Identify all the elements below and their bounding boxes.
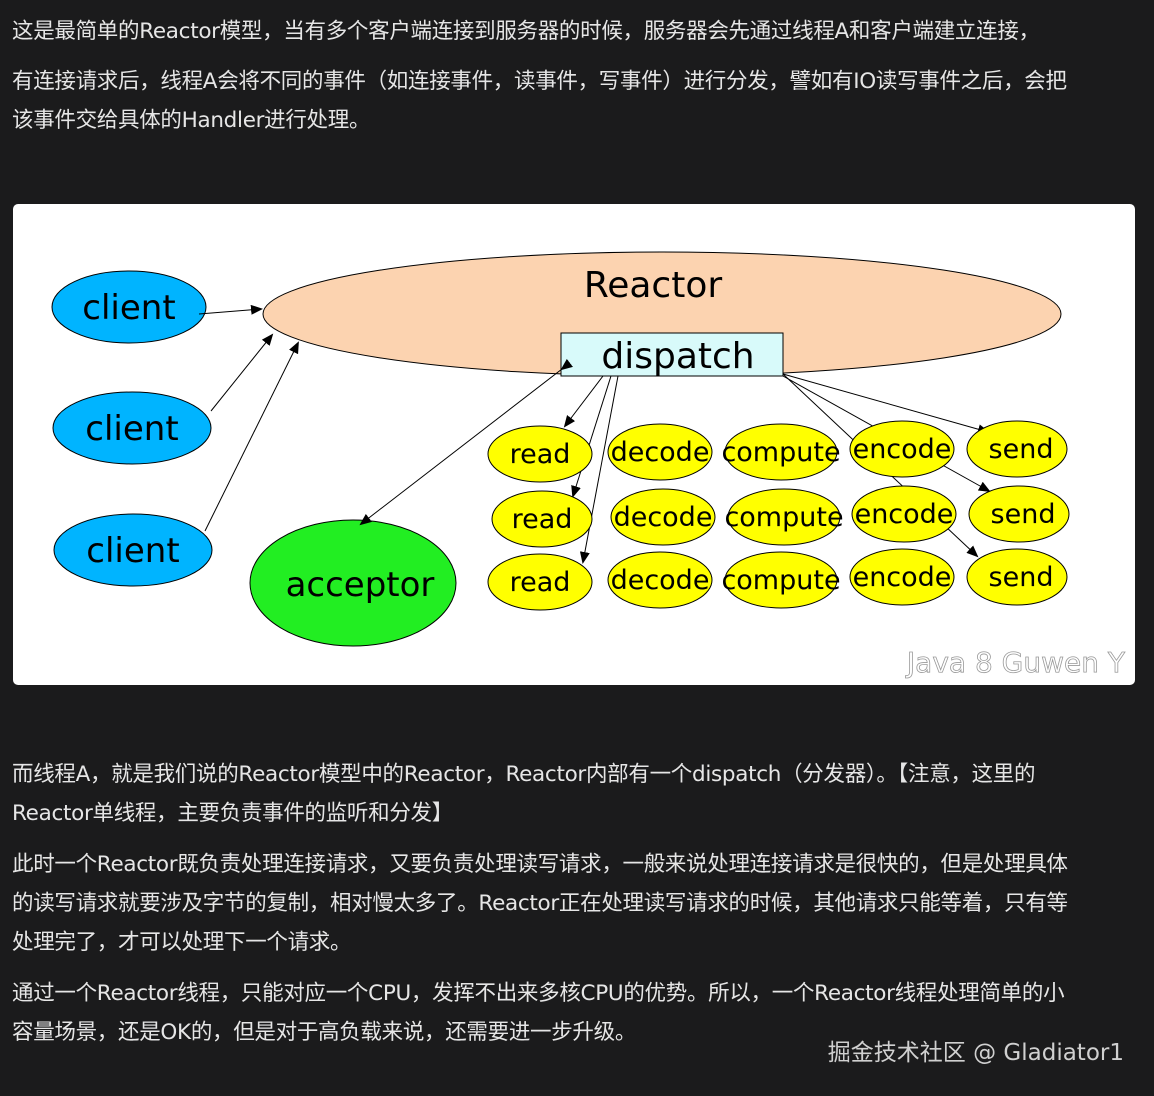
acceptor-node (249, 519, 457, 647)
handler-decode-2-label: decode (614, 502, 713, 533)
handler-encode-2 (851, 485, 957, 543)
intro-line-1: 这是最简单的Reactor模型，当有多个客户端连接到服务器的时候，服务器会先通过… (12, 19, 1040, 44)
handler-encode-1-label: encode (853, 434, 952, 465)
handler-encode-3 (849, 548, 955, 606)
intro-line-3: 该事件交给具体的Handler进行处理。 (12, 108, 371, 133)
client-node-3 (53, 513, 213, 587)
handler-decode-3-label: decode (611, 565, 710, 596)
handler-compute-3 (724, 551, 838, 609)
handler-send-2-label: send (991, 499, 1056, 530)
handler-decode-2 (610, 488, 716, 546)
handler-read-3 (487, 553, 593, 611)
handler-compute-1 (724, 423, 838, 481)
handler-encode-2-label: encode (855, 499, 954, 530)
body-line-2: Reactor单线程，主要负责事件的监听和分发】 (12, 801, 453, 826)
handler-send-2 (968, 485, 1070, 543)
client-node-2 (52, 391, 212, 465)
handler-read-2-label: read (512, 504, 573, 535)
handler-send-1 (966, 420, 1068, 478)
dispatch-acceptor-arrow (359, 358, 573, 526)
reactor-diagram-svg: Reactor dispatch client client client ac… (51, 251, 1126, 679)
client-label-3: client (86, 531, 179, 571)
dispatch-box (560, 332, 784, 377)
client-label-2: client (85, 409, 178, 449)
dispatch-read-arrow-1 (563, 375, 604, 428)
dispatch-label: dispatch (601, 336, 754, 377)
reactor-diagram: Reactor dispatch client client client ac… (13, 204, 1135, 685)
client-1-arrow (198, 304, 263, 315)
client-2-arrow (210, 333, 274, 412)
acceptor-label: acceptor (286, 565, 435, 605)
handler-send-1-label: send (989, 434, 1054, 465)
dispatch-send-arrow-1 (782, 373, 990, 435)
body-line-4: 的读写请求就要涉及字节的复制，相对慢太多了。Reactor正在处理读写请求的时候… (12, 891, 1068, 916)
client-label-1: client (82, 288, 175, 328)
handler-read-1 (487, 425, 593, 483)
dispatch-read-arrow-2 (571, 375, 612, 498)
body-line-3: 此时一个Reactor既负责处理连接请求，又要负责处理读写请求，一般来说处理连接… (12, 852, 1068, 877)
intro-line-2: 有连接请求后，线程A会将不同的事件（如连接事件，读事件，写事件）进行分发，譬如有… (12, 69, 1067, 94)
handler-compute-2 (727, 488, 841, 546)
dispatch-read-arrow-3 (579, 375, 619, 564)
handler-compute-3-label: compute (721, 565, 840, 596)
client-3-arrow (204, 341, 299, 532)
handler-compute-1-label: compute (721, 437, 840, 468)
handler-compute-2-label: compute (724, 502, 843, 533)
handler-encode-1 (849, 420, 955, 478)
body-line-5: 处理完了，才可以处理下一个请求。 (12, 930, 352, 955)
handler-read-2 (491, 490, 593, 548)
handler-read-1-label: read (510, 439, 571, 470)
body-line-1: 而线程A，就是我们说的Reactor模型中的Reactor，Reactor内部有… (12, 762, 1036, 787)
client-node-1 (51, 270, 207, 344)
handler-decode-3 (607, 551, 713, 609)
watermark-text: Java 8 Guwen Y (905, 646, 1126, 679)
handler-send-3-label: send (989, 562, 1054, 593)
footer-watermark: 掘金技术社区 @ Gladiator1 (827, 1040, 1124, 1066)
handler-decode-1 (607, 423, 713, 481)
handler-read-3-label: read (510, 567, 571, 598)
body-line-6: 通过一个Reactor线程，只能对应一个CPU，发挥不出来多核CPU的优势。所以… (12, 981, 1065, 1006)
handler-send-3 (966, 548, 1068, 606)
reactor-label: Reactor (584, 265, 723, 306)
body-line-7: 容量场景，还是OK的，但是对于高负载来说，还需要进一步升级。 (12, 1020, 637, 1045)
handler-encode-3-label: encode (853, 562, 952, 593)
handler-decode-1-label: decode (611, 437, 710, 468)
